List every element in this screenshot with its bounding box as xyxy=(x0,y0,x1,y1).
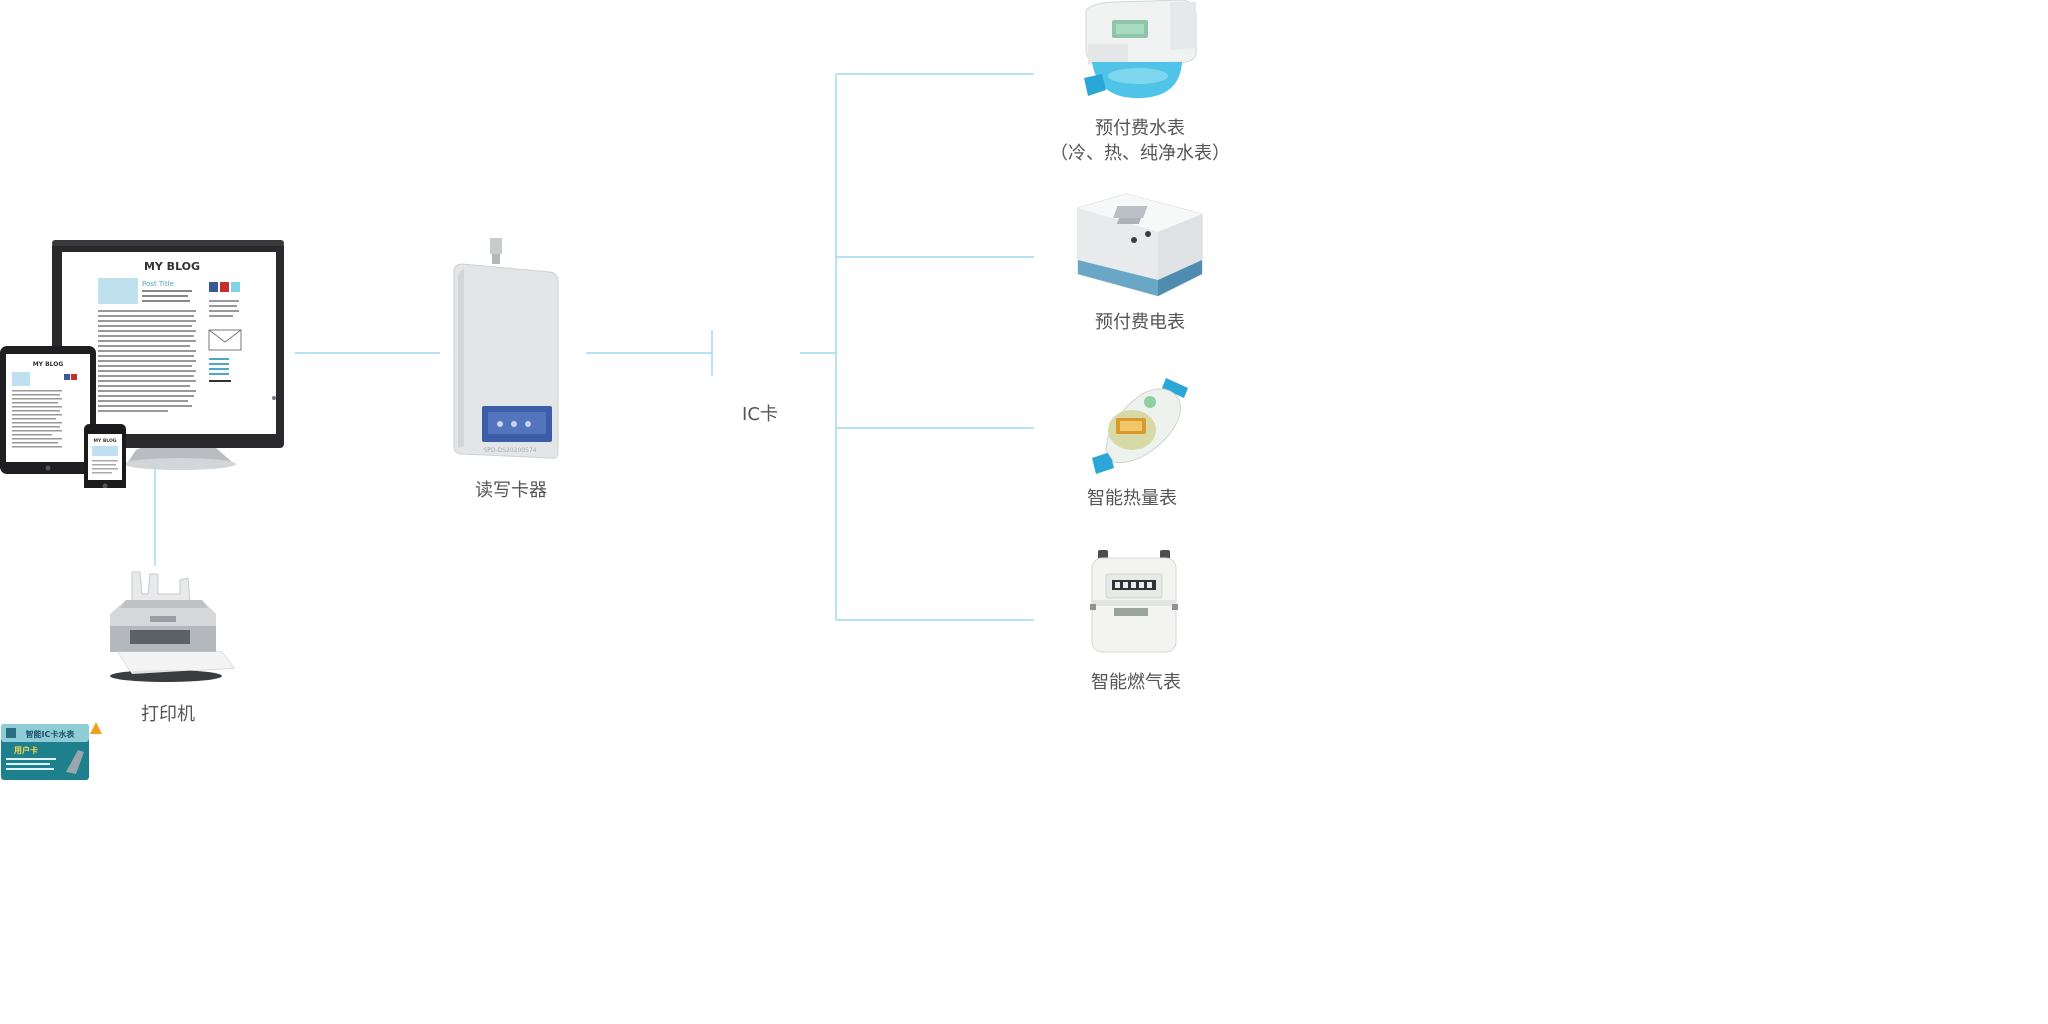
water-meter-label: 预付费水表 xyxy=(1095,118,1185,139)
monitor-icon: MY BLOG Post Title MY BLOG xyxy=(0,240,284,492)
electric-meter-label: 预付费电表 xyxy=(1095,312,1185,333)
user-card-title: 智能IC卡水表 xyxy=(26,729,76,739)
card-reader-serial: SPD-DS20200574 xyxy=(483,447,536,454)
heat-meter-label: 智能热量表 xyxy=(1087,488,1177,509)
heat-meter-icon xyxy=(1092,378,1188,474)
printer-icon xyxy=(110,571,235,682)
gas-meter-icon xyxy=(1090,550,1178,653)
water-meter-sublabel: （冷、热、纯净水表） xyxy=(1050,143,1230,164)
water-meter xyxy=(1078,0,1202,104)
ic-card-label: IC卡 xyxy=(742,404,778,425)
user-card-icon: 智能IC卡水表 用户卡 xyxy=(1,722,102,780)
card-reader: SPD-DS20200574 xyxy=(448,234,572,460)
monitor-blog-title: MY BLOG xyxy=(144,260,200,273)
computer-devices: MY BLOG Post Title MY BLOG xyxy=(0,238,290,492)
gas-meter-label: 智能燃气表 xyxy=(1091,672,1181,693)
water-meter-icon xyxy=(1084,0,1197,99)
card-reader-icon: SPD-DS20200574 xyxy=(453,238,559,459)
electric-meter-icon xyxy=(1077,193,1203,297)
gas-meter xyxy=(1090,550,1180,654)
printer-label: 打印机 xyxy=(141,704,195,725)
monitor-post-title: Post Title xyxy=(142,280,174,288)
card-reader-label: 读写卡器 xyxy=(475,480,547,501)
user-card: 智能IC卡水表 用户卡 xyxy=(0,722,106,782)
tablet-blog-title: MY BLOG xyxy=(33,361,64,368)
electric-meter xyxy=(1074,188,1206,298)
user-card-subtitle: 用户卡 xyxy=(13,745,38,755)
printer xyxy=(104,568,236,688)
heat-meter xyxy=(1088,374,1194,474)
phone-blog-title: MY BLOG xyxy=(94,438,117,444)
